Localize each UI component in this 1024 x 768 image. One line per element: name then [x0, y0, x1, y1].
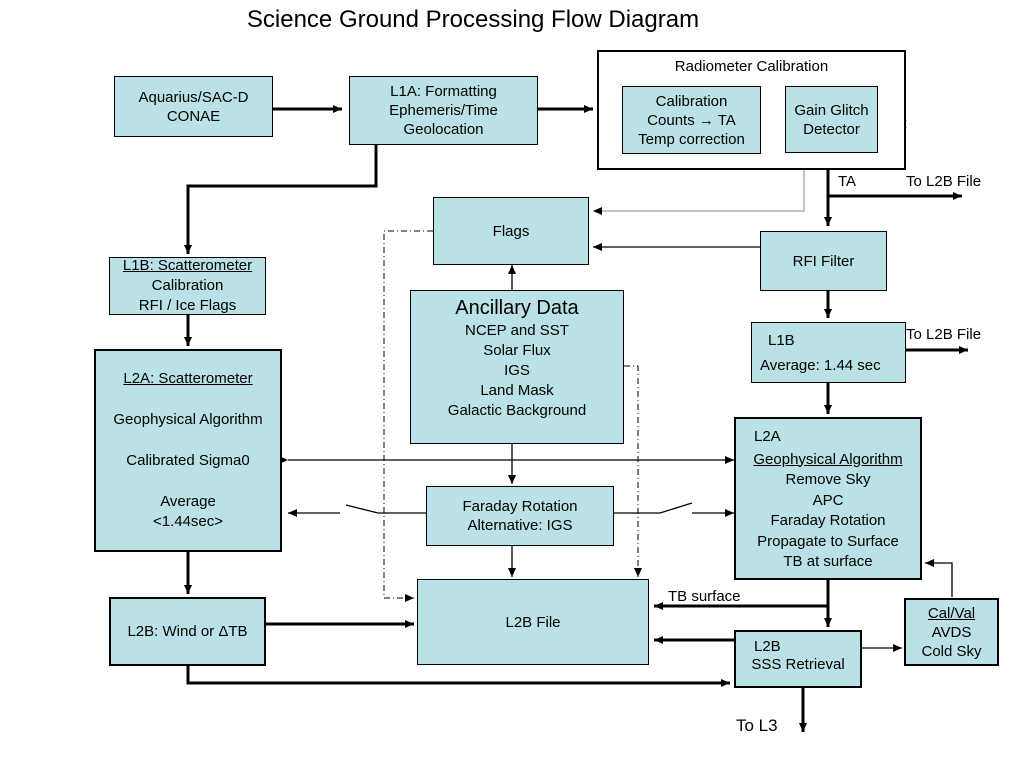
l2b-wind-label: L2B: Wind or ΔTB	[127, 623, 248, 640]
arrow-l1a-to-l1b-scat	[184, 145, 378, 254]
gain-glitch-line-1: Gain Glitch	[794, 101, 869, 119]
calval-head: Cal/Val	[927, 604, 976, 622]
l1a-line-2: Ephemeris/Time	[389, 102, 498, 119]
ancillary-line-4: Land Mask	[480, 382, 554, 399]
label-ta: TA	[838, 173, 857, 190]
l2a-scat-head: L2A: Scatterometer	[123, 370, 253, 387]
l1b-rad-head: L1B	[768, 331, 795, 349]
arrow-gain-glitch-to-flags	[593, 160, 805, 215]
radiometer-calibration-title: Radiometer Calibration	[674, 58, 829, 75]
rfi-filter-label: RFI Filter	[792, 252, 855, 270]
l2b-sss-head: L2B	[754, 638, 781, 655]
calval-line-2: Cold Sky	[921, 642, 982, 660]
calibration-line-2: Counts → TA	[647, 111, 736, 129]
box-rfi-filter: RFI Filter	[760, 231, 887, 291]
ancillary-line-5: Galactic Background	[447, 402, 587, 419]
calibration-line-3: Temp correction	[638, 130, 745, 148]
l2a-rad-line-3: Faraday Rotation	[770, 512, 886, 529]
arrow-l2b-wind-to-sss	[186, 666, 730, 687]
l2b-file-label: L2B File	[505, 613, 561, 631]
l2a-rad-line-5: TB at surface	[783, 553, 873, 570]
l2a-scat-line-1: Geophysical Algorithm	[113, 411, 263, 428]
faraday-line-1: Faraday Rotation	[462, 498, 578, 515]
calval-line-1: AVDS	[931, 623, 972, 641]
label-to-l2b-file-1: To L2B File	[906, 173, 982, 190]
box-calibration: Calibration Counts → TA Temp correction	[622, 86, 761, 154]
gain-glitch-line-2: Detector	[803, 120, 860, 138]
box-l1b-radiometer: L1B Average: 1.44 sec	[751, 322, 906, 383]
l2a-scat-line-2: Calibrated Sigma0	[126, 452, 250, 469]
dashed-ancillary-to-l2b-file	[624, 365, 642, 577]
box-l1b-scatterometer: L1B: Scatterometer Calibration RFI / Ice…	[109, 257, 266, 315]
l1b-rad-line: Average: 1.44 sec	[760, 356, 881, 374]
box-ancillary-data: Ancillary Data NCEP and SST Solar Flux I…	[410, 290, 624, 444]
l2a-rad-sub: Geophysical Algorithm	[753, 450, 903, 468]
l2a-scat-line-4: <1.44sec>	[152, 513, 224, 530]
box-aquarius: Aquarius/SAC-D CONAE	[114, 76, 273, 137]
label-to-l2b-file-2: To L2B File	[906, 326, 982, 343]
ancillary-head: Ancillary Data	[455, 297, 579, 319]
switch-right	[614, 502, 693, 514]
flags-label: Flags	[492, 222, 530, 240]
l2a-rad-head: L2A	[754, 428, 781, 445]
l1b-scat-head: L1B: Scatterometer	[122, 257, 253, 274]
box-gain-glitch: Gain Glitch Detector	[785, 86, 878, 153]
l2b-sss-line: SSS Retrieval	[751, 656, 845, 673]
box-l2b-wind: L2B: Wind or ΔTB	[109, 597, 266, 666]
label-tb-surface: TB surface	[668, 588, 741, 605]
switch-left	[345, 504, 426, 514]
l1a-line-3: Geolocation	[403, 121, 484, 138]
l1b-scat-line-1: Calibration	[151, 277, 224, 294]
l1a-line-1: L1A: Formatting	[390, 83, 497, 100]
box-l2a-radiometer: L2A Geophysical Algorithm Remove Sky APC…	[734, 417, 922, 580]
box-cal-val: Cal/Val AVDS Cold Sky	[904, 598, 999, 666]
box-flags: Flags	[433, 197, 589, 265]
faraday-line-2: Alternative: IGS	[467, 517, 573, 534]
aquarius-line-2: CONAE	[166, 107, 221, 125]
ancillary-line-2: Solar Flux	[483, 342, 551, 359]
box-l2b-sss: L2B SSS Retrieval	[734, 630, 862, 688]
ancillary-line-3: IGS	[504, 362, 530, 379]
box-l1a: L1A: Formatting Ephemeris/Time Geolocati…	[349, 76, 538, 145]
calibration-line-1: Calibration	[655, 92, 728, 110]
label-to-l3: To L3	[736, 716, 778, 735]
l2a-scat-line-3: Average	[160, 493, 216, 510]
l2a-rad-line-4: Propagate to Surface	[757, 532, 899, 550]
diagram-title: Science Ground Processing Flow Diagram	[246, 6, 700, 33]
l2a-rad-line-2: APC	[812, 491, 844, 509]
box-faraday-rotation: Faraday Rotation Alternative: IGS	[426, 486, 614, 546]
dashed-flags-to-l2b-file	[383, 230, 433, 602]
l1b-scat-line-2: RFI / Ice Flags	[138, 297, 237, 314]
l2a-rad-line-1: Remove Sky	[785, 471, 871, 488]
box-l2b-file: L2B File	[417, 579, 649, 665]
arrow-calval-to-l2a	[925, 559, 953, 597]
ancillary-line-1: NCEP and SST	[465, 322, 569, 339]
aquarius-line-1: Aquarius/SAC-D	[138, 88, 249, 106]
box-l2a-scatterometer: L2A: Scatterometer Geophysical Algorithm…	[94, 349, 282, 552]
